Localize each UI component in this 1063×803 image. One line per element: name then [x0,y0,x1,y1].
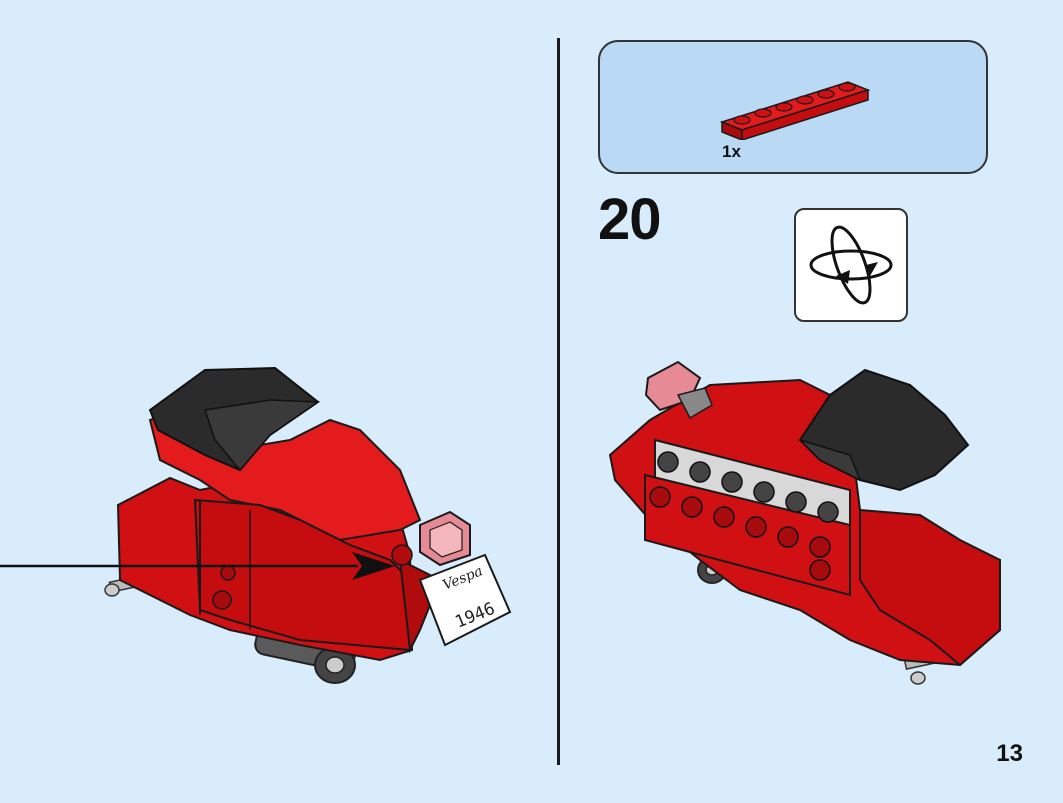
red-body [116,408,442,662]
studs-red-row [649,486,831,581]
black-seat-right [798,368,970,492]
insertion-arrow [0,552,395,580]
part-quantity-label: 1x [722,142,741,161]
rear-wheel-right [697,536,821,594]
taillight-right [644,360,713,420]
license-plate: Vespa 1946 [418,553,512,647]
parts-callout-box: 1x [598,40,988,174]
studs-grey-row [657,451,839,523]
page-number: 13 [996,740,1023,767]
page-divider [557,38,560,765]
rotate-model-indicator [794,208,908,322]
red-body-right [608,378,1001,667]
plate-studs [733,82,856,125]
step-number: 20 [598,187,662,252]
axle-bar-right [810,579,947,685]
black-seat [148,366,321,472]
rotate-model-icon [809,225,893,305]
taillight [391,510,471,567]
left-model-illustration: Vespa 1946 [0,366,512,684]
red-plate-1x6-part [719,81,871,140]
